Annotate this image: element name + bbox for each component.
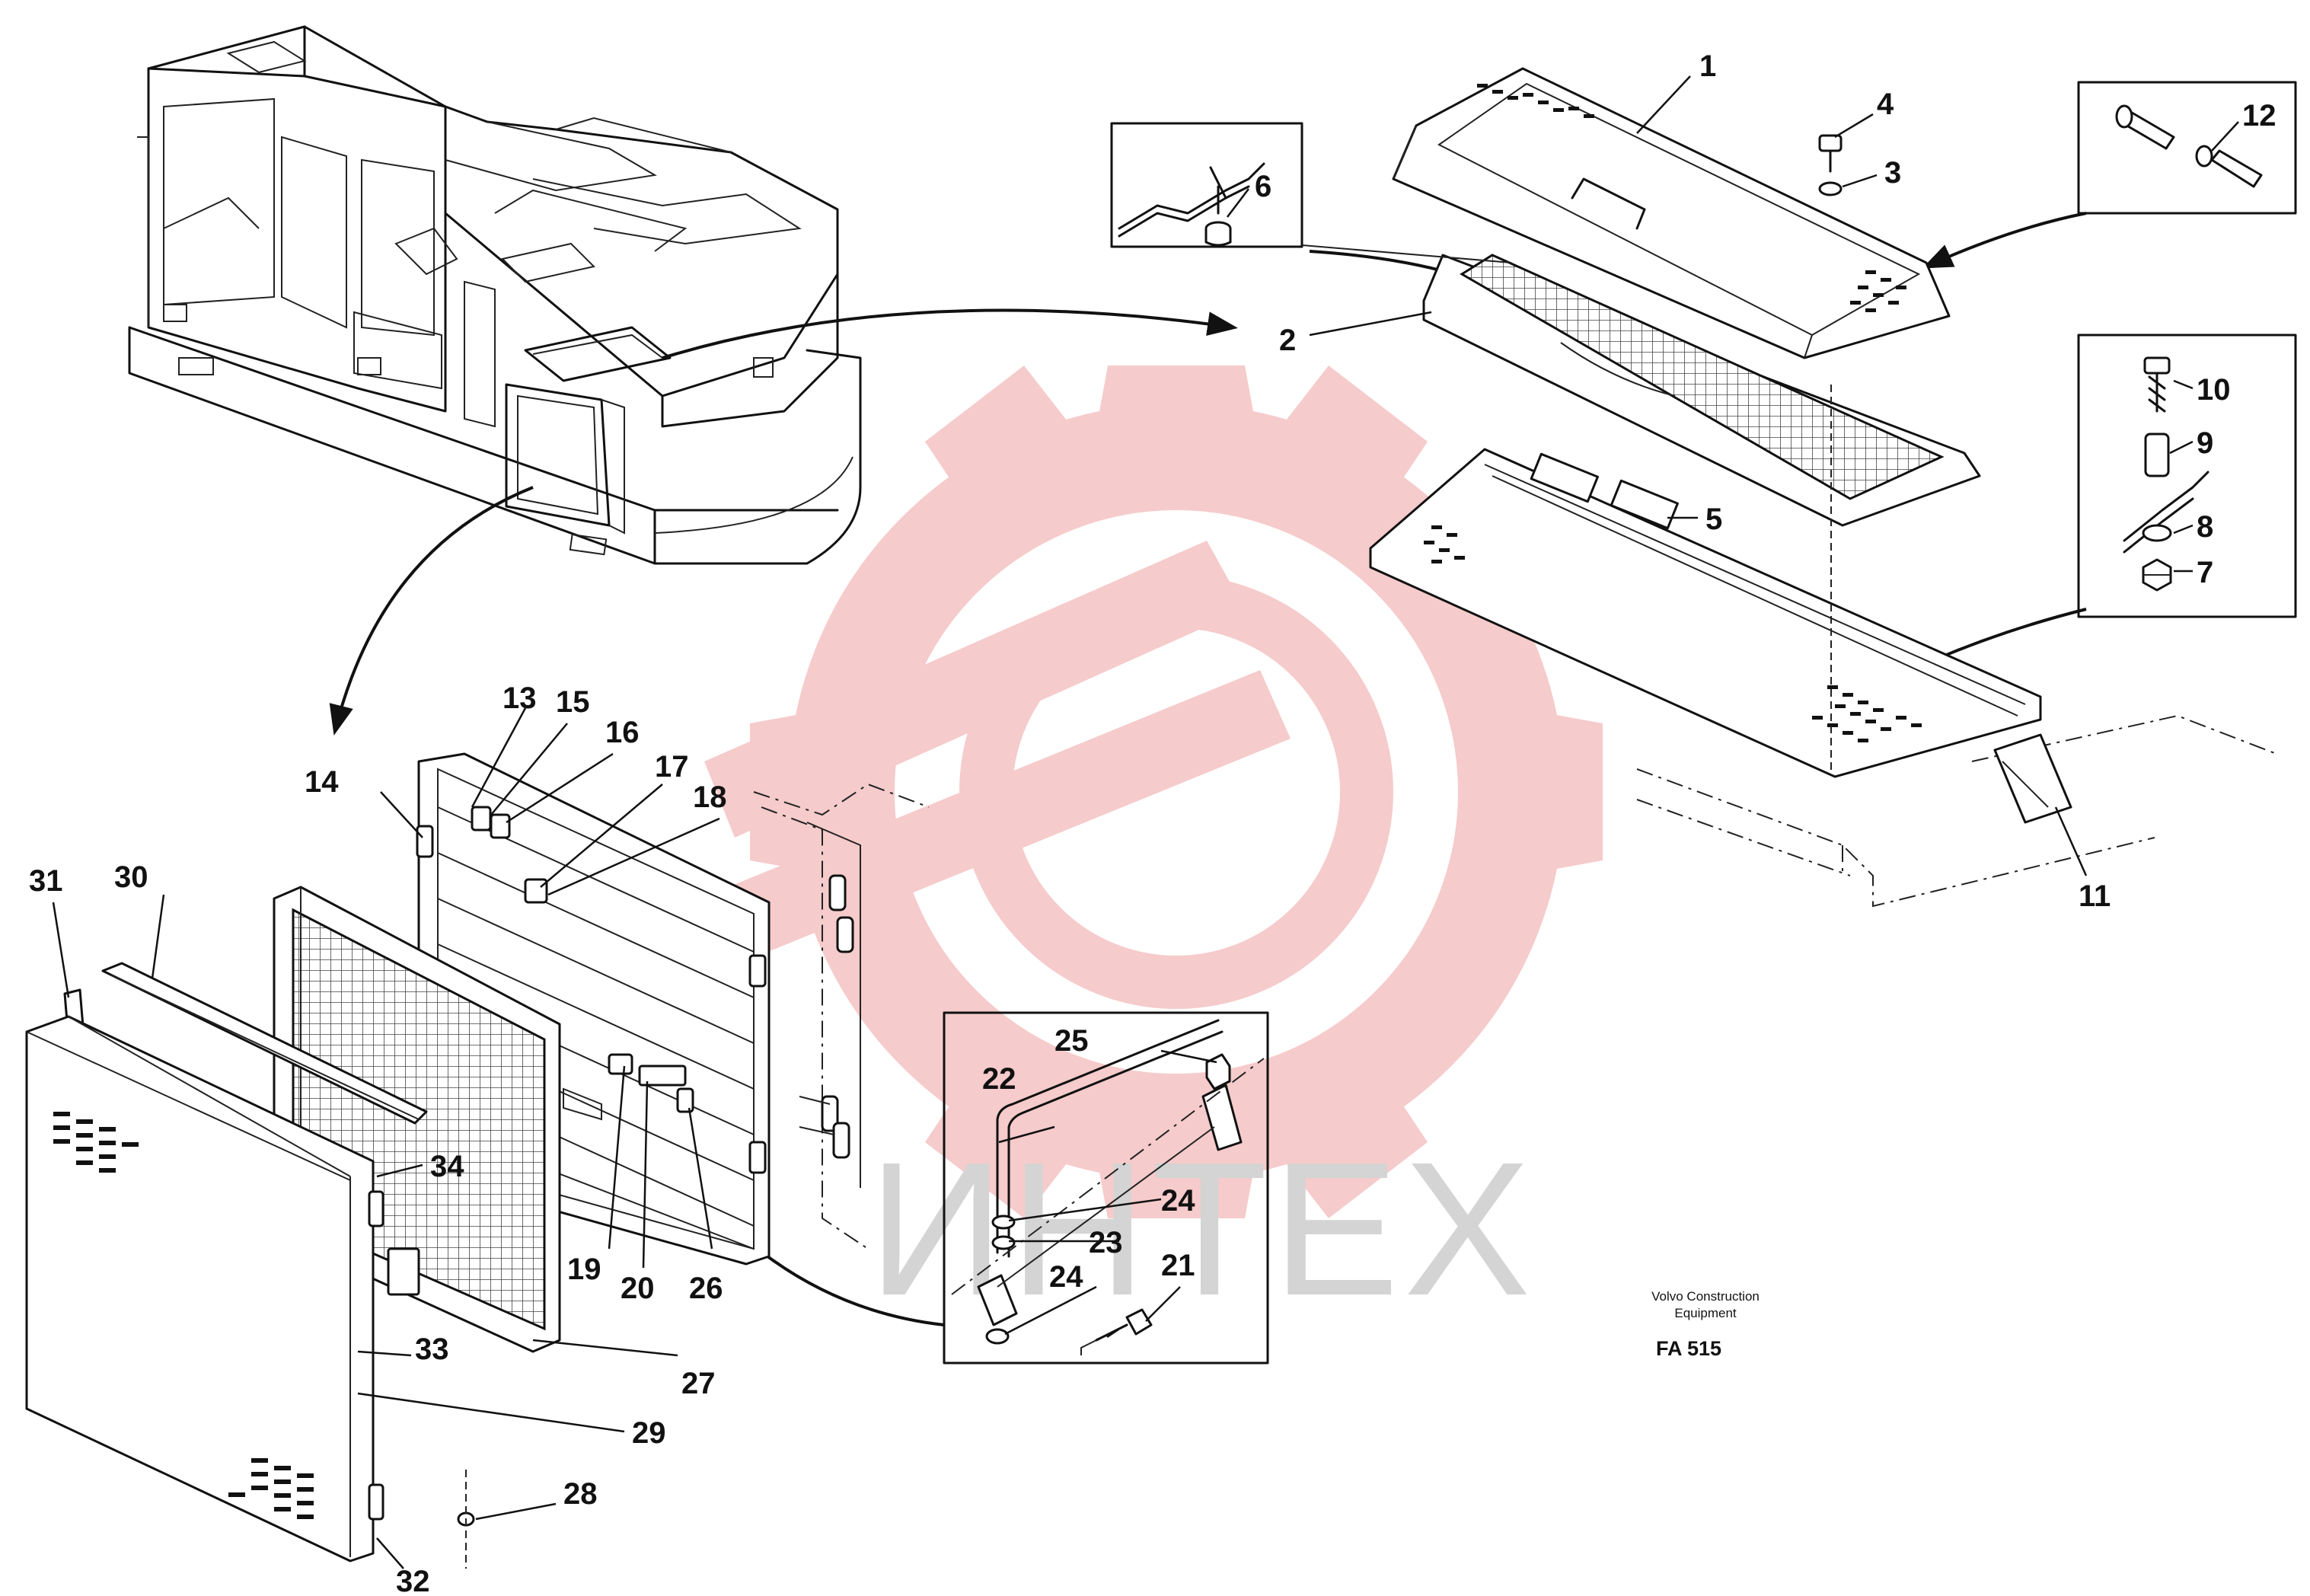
inset-mount-stack-7-10	[2077, 334, 2297, 618]
callout-15: 15	[556, 685, 590, 719]
outer-door-panel	[25, 1015, 420, 1562]
washer-part-3	[1818, 181, 1843, 196]
callout-4: 4	[1877, 88, 1894, 121]
bolt-part-4	[1818, 134, 1843, 173]
callout-6: 6	[1255, 170, 1271, 203]
base-plate-part-5	[1369, 448, 2042, 778]
latch-rail-part-30	[63, 962, 428, 1125]
watermark-gear-logo: ИНТЕХ	[681, 365, 1603, 1335]
callout-19: 19	[567, 1253, 601, 1286]
excavator-overview	[128, 25, 862, 565]
callout-32: 32	[396, 1565, 430, 1596]
callout-33: 33	[415, 1333, 449, 1366]
callout-11: 11	[2079, 879, 2111, 913]
inset-handle-bracket-21-25	[943, 1011, 1269, 1365]
callout-16: 16	[605, 716, 640, 749]
dashed-frame-outline	[753, 783, 930, 1250]
callout-20: 20	[621, 1272, 655, 1305]
callout-5: 5	[1705, 503, 1722, 536]
inset-pin-12	[2077, 81, 2297, 215]
callout-24a: 24	[1161, 1184, 1195, 1218]
callout-17: 17	[655, 750, 689, 784]
manufacturer-line-1: Volvo Construction	[1651, 1289, 1760, 1304]
callout-29: 29	[632, 1416, 666, 1450]
callout-22: 22	[982, 1062, 1016, 1096]
leader-lines	[52, 75, 2239, 1569]
callout-8: 8	[2197, 510, 2213, 544]
callout-3: 3	[1884, 156, 1901, 190]
manufacturer-line-2: Equipment	[1674, 1306, 1737, 1320]
callout-21: 21	[1161, 1249, 1195, 1282]
hood-cover-part-1	[1392, 67, 1951, 359]
callout-27: 27	[681, 1367, 716, 1400]
callout-23: 23	[1089, 1226, 1123, 1259]
callout-14: 14	[305, 765, 339, 799]
callout-10: 10	[2197, 373, 2231, 407]
callout-12: 12	[2242, 99, 2276, 132]
callout-18: 18	[693, 780, 727, 814]
callout-24b: 24	[1049, 1260, 1083, 1294]
callout-31: 31	[29, 864, 63, 898]
callout-2: 2	[1279, 324, 1296, 357]
callout-9: 9	[2197, 426, 2213, 460]
screw-part-28	[457, 1470, 475, 1569]
callout-labels: 1 2 3 4 5 6 7 8 9 10 11 12 13 14 15 16 1…	[29, 49, 2276, 1596]
callout-13: 13	[503, 681, 537, 715]
callout-26: 26	[689, 1272, 723, 1305]
callout-1: 1	[1699, 49, 1716, 83]
body-outline-right	[1636, 385, 2277, 908]
watermark-text: ИНТЕХ	[868, 1122, 1535, 1335]
inset-rubber-mount-6	[1110, 122, 1512, 263]
callout-34: 34	[430, 1150, 464, 1183]
callout-30: 30	[114, 860, 148, 894]
filter-part-2	[1422, 254, 1981, 527]
diagram-caption: Volvo Construction Equipment FA 515	[1651, 1289, 1760, 1360]
callout-25: 25	[1054, 1024, 1089, 1058]
callout-7: 7	[2197, 556, 2213, 589]
diagram-code: FA 515	[1656, 1337, 1721, 1360]
callout-28: 28	[563, 1477, 598, 1511]
